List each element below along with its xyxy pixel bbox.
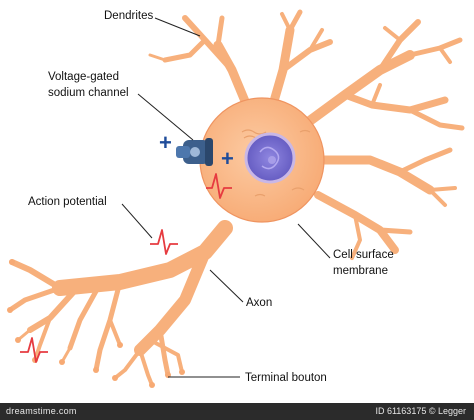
terminal-boutons <box>7 259 185 388</box>
action-potential-spike-icon <box>150 229 178 255</box>
plus-sign-icon: + <box>221 146 234 171</box>
action-potential-spike-icon <box>206 173 232 199</box>
label-cell-surface-line1: Cell surface <box>333 249 394 261</box>
axon-branches <box>7 220 233 387</box>
label-cell-surface-line2: membrane <box>333 265 388 277</box>
action-potential-spike-icon <box>20 337 48 363</box>
label-terminal-bouton: Terminal bouton <box>245 372 327 384</box>
nucleus <box>244 132 296 184</box>
label-action-potential: Action potential <box>28 196 107 208</box>
voltage-gated-channel-icon <box>176 138 213 166</box>
label-channel-line1: Voltage-gated <box>48 71 119 83</box>
leader-lines <box>121 17 331 378</box>
label-channel-line2: sodium channel <box>48 87 129 99</box>
label-dendrites: Dendrites <box>104 10 153 22</box>
plus-sign-icon: + <box>159 130 172 155</box>
label-axon: Axon <box>246 297 272 309</box>
footer-site: dreamstime.com <box>6 406 77 416</box>
footer-id: ID 61163175 © Legger <box>375 406 466 416</box>
stock-footer: dreamstime.com ID 61163175 © Legger <box>0 403 474 420</box>
